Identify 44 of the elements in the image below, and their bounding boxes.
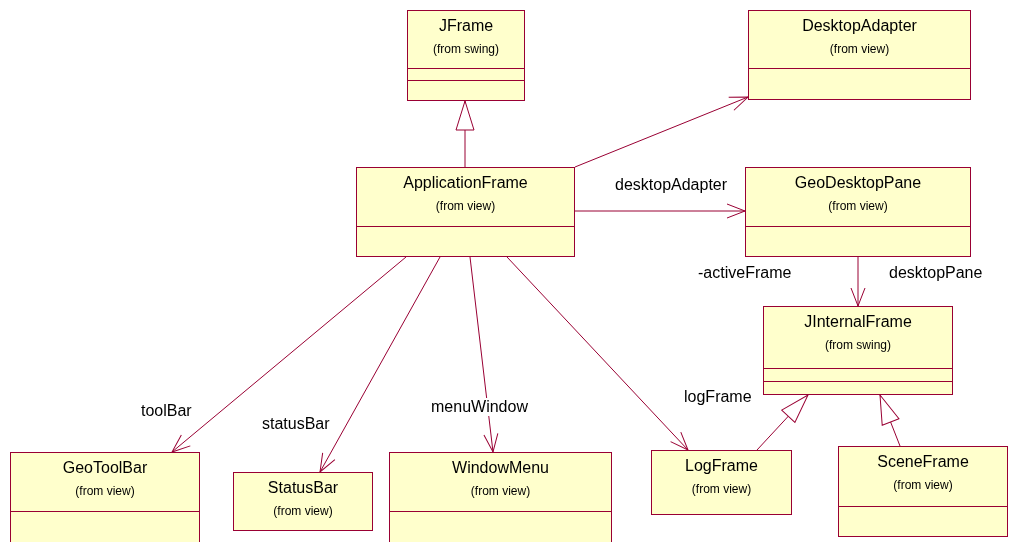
package-label: (from view) (272, 504, 334, 518)
role-label: logFrame (683, 388, 753, 406)
package-label: (from view) (827, 199, 889, 213)
class-name: StatusBar (266, 479, 340, 497)
package-label: (from view) (469, 484, 532, 498)
class-box (356, 167, 575, 257)
role-label: desktopPane (888, 264, 984, 282)
class-box (233, 472, 373, 531)
class-box (10, 452, 200, 542)
association-arrow (469, 256, 499, 453)
class-box (389, 452, 612, 542)
role-label: menuWindow (430, 398, 529, 416)
association-arrow (574, 96, 749, 168)
class-name: JInternalFrame (803, 313, 913, 331)
package-label: (from swing) (432, 42, 500, 56)
package-label: (from view) (828, 42, 891, 56)
package-label: (from view) (892, 478, 954, 492)
class-box (651, 450, 792, 515)
class-name: WindowMenu (451, 459, 550, 477)
class-name: GeoToolBar (61, 459, 149, 477)
class-name: LogFrame (684, 457, 759, 475)
class-box (407, 10, 525, 101)
generalization-arrow (455, 100, 475, 168)
association-arrow (574, 203, 746, 219)
association-arrow (506, 256, 689, 451)
package-label: (from swing) (824, 338, 892, 352)
class-name: JFrame (437, 17, 495, 35)
association-arrow (171, 256, 407, 453)
class-box (745, 167, 971, 257)
class-box (838, 446, 1008, 537)
package-label: (from view) (690, 482, 753, 496)
association-arrow (319, 256, 441, 473)
generalization-arrow (879, 394, 901, 447)
package-label: (from view) (74, 484, 136, 498)
class-name: ApplicationFrame (402, 174, 529, 192)
class-name: GeoDesktopPane (793, 174, 923, 192)
class-name: SceneFrame (876, 453, 970, 471)
package-label: (from view) (434, 199, 497, 213)
association-arrow (850, 256, 866, 307)
class-box (763, 306, 953, 395)
class-box (748, 10, 971, 100)
generalization-arrow (756, 394, 809, 451)
role-label: desktopAdapter (614, 176, 729, 194)
class-name: DesktopAdapter (801, 17, 918, 35)
